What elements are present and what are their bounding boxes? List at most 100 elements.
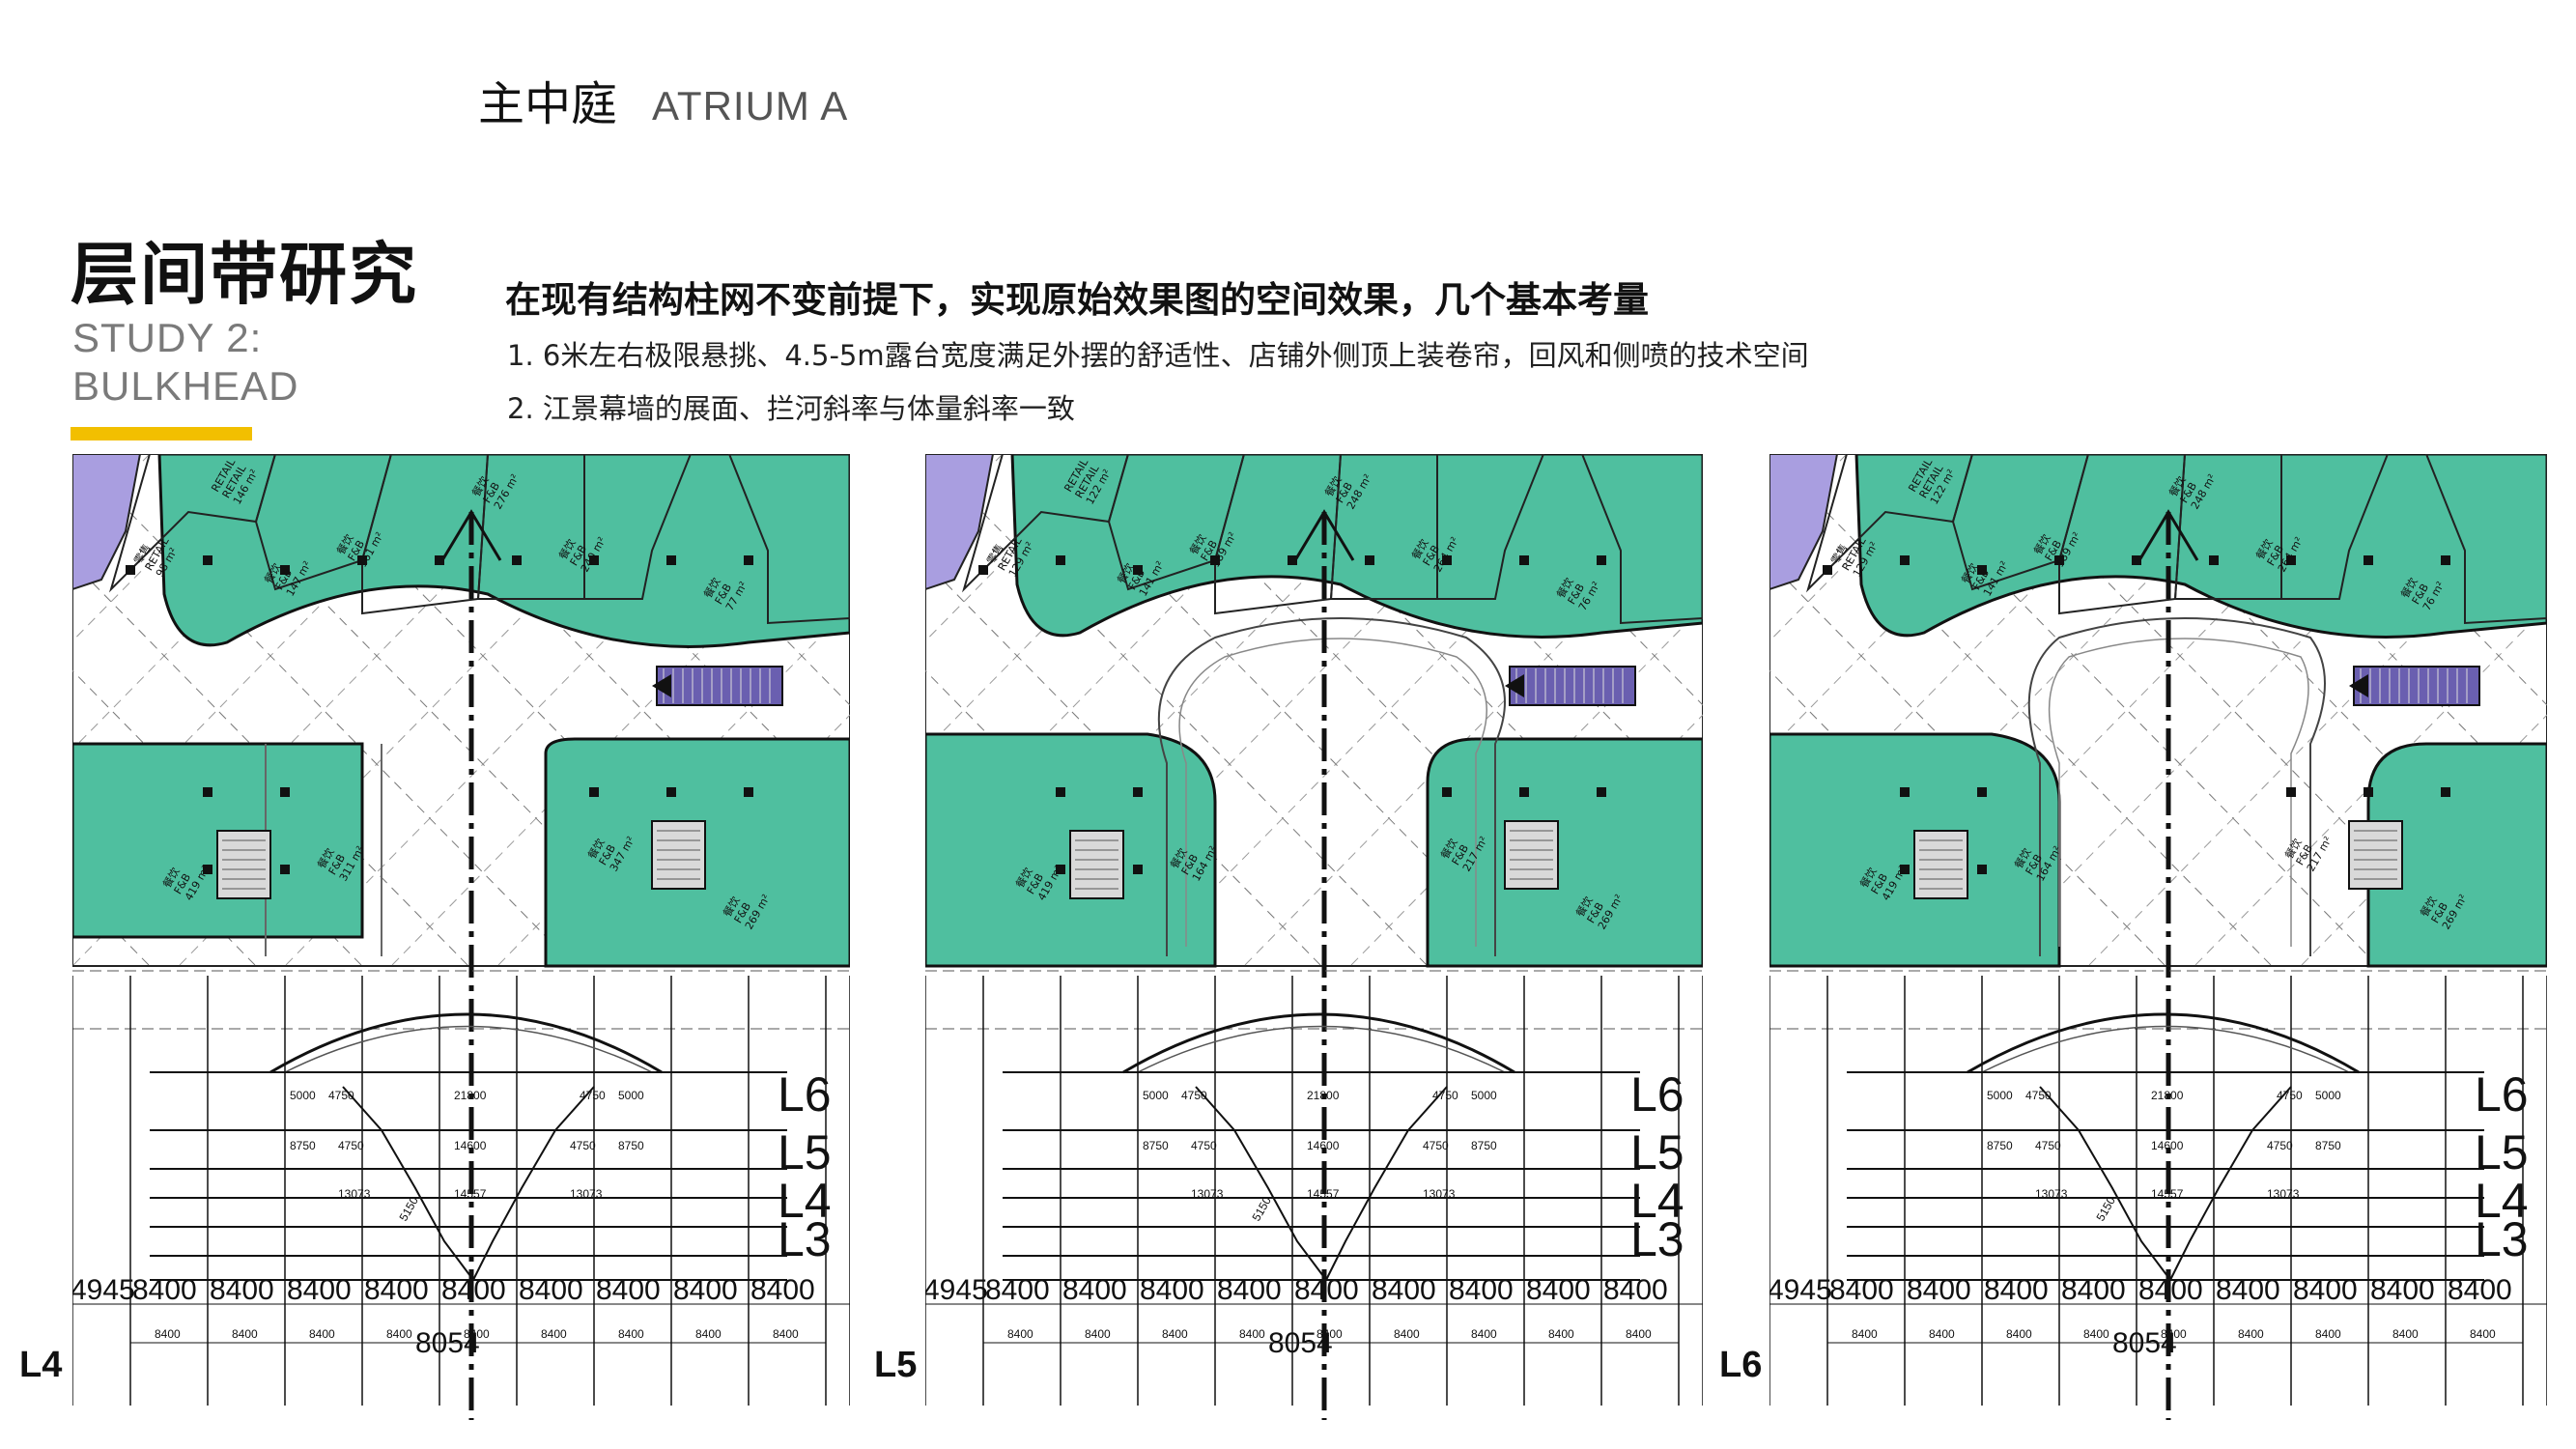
grid-dim-bay: 8400 — [287, 1274, 352, 1306]
column — [744, 555, 753, 565]
grid-dim-bay: 8400 — [2448, 1274, 2512, 1306]
shop-outline — [2280, 454, 2390, 600]
roof-arch-inner — [284, 1025, 653, 1073]
roof-arch-inner — [1981, 1025, 2350, 1073]
column — [203, 865, 212, 874]
section-dim-l5: 8750 — [1987, 1139, 2013, 1152]
grid-dim-bay-small: 8400 — [1239, 1327, 1265, 1341]
column — [1519, 555, 1529, 565]
escalator — [1509, 666, 1636, 706]
grid-dim-bay: 8400 — [2370, 1274, 2435, 1306]
grid-dim-bay-small: 8400 — [1085, 1327, 1111, 1341]
grid-dim-bay: 8400 — [985, 1274, 1050, 1306]
grid-dim-bay-small: 8400 — [1162, 1327, 1188, 1341]
balustrade-right — [2169, 1086, 2292, 1281]
grid-dim-center: 8054 — [2112, 1327, 2177, 1359]
section-dim-l6: 21800 — [454, 1089, 487, 1102]
grid-dim-bay: 8400 — [1217, 1274, 1282, 1306]
balustrade-left — [2039, 1086, 2171, 1281]
section-dim-l5: 8750 — [1471, 1139, 1497, 1152]
section-marker — [440, 509, 502, 561]
section-subtitle-line2: BULKHEAD — [72, 363, 299, 409]
grid-dim-bay-small: 8400 — [464, 1327, 490, 1341]
grid-dim-bay: 8400 — [2138, 1274, 2203, 1306]
section-dim-l6: 5000 — [290, 1089, 316, 1102]
section-marker — [1293, 509, 1355, 561]
retail-zone — [925, 454, 995, 591]
roof-arch — [1967, 1012, 2360, 1074]
section-dim-l4: 13073 — [2035, 1187, 2068, 1201]
section-dim-l4: 13073 — [570, 1187, 603, 1201]
column — [1133, 565, 1143, 575]
section-dim-l4: 14557 — [454, 1187, 487, 1201]
accent-bar — [71, 427, 252, 440]
grid-dim-bay-small: 8400 — [541, 1327, 567, 1341]
section-dim-l5: 4750 — [1191, 1139, 1217, 1152]
shop-outline — [254, 454, 393, 591]
column — [1442, 555, 1452, 565]
column — [1133, 865, 1143, 874]
column — [203, 555, 212, 565]
grid-dim-bay: 8400 — [1372, 1274, 1436, 1306]
section-dim-l5: 4750 — [570, 1139, 596, 1152]
roof-arch — [269, 1012, 663, 1074]
grid-dim-center: 8054 — [415, 1327, 480, 1359]
grid-dim-bay-small: 8400 — [386, 1327, 412, 1341]
section-dim-l4: 13073 — [1423, 1187, 1456, 1201]
column — [2054, 555, 2064, 565]
column — [512, 555, 522, 565]
level-label-l5: L5 — [2475, 1125, 2529, 1179]
column — [666, 555, 676, 565]
panel-label-l5: L5 — [874, 1345, 918, 1385]
column — [280, 565, 290, 575]
column — [2209, 555, 2219, 565]
shop-outline — [1580, 454, 1703, 625]
column — [2441, 555, 2450, 565]
shop-outline — [1805, 454, 1974, 593]
section-dim-l5: 14600 — [1307, 1139, 1340, 1152]
construction-line — [925, 454, 1429, 967]
retail-zone — [72, 454, 142, 591]
column — [126, 565, 135, 575]
grid-dim-bay: 8400 — [1449, 1274, 1514, 1306]
upper-room-band — [1854, 454, 2547, 639]
construction-line — [72, 454, 576, 967]
column — [2364, 555, 2373, 565]
section-dim-l5: 14600 — [454, 1139, 487, 1152]
column — [280, 865, 290, 874]
level-label-l4: L4 — [2475, 1174, 2529, 1228]
column — [2364, 787, 2373, 797]
section-dim-l4: 13073 — [2267, 1187, 2300, 1201]
roof-arch-inner — [1137, 1025, 1506, 1073]
shop-outline — [1107, 454, 1246, 591]
construction-line — [1769, 454, 2273, 967]
shop-outline — [1951, 454, 2090, 591]
column — [1210, 555, 1220, 565]
stair-core — [1913, 830, 1968, 899]
lower-right-block — [1426, 737, 1703, 968]
balustrade-left — [1195, 1086, 1327, 1281]
level-label-l3: L3 — [778, 1212, 832, 1266]
level-label-l3: L3 — [2475, 1212, 2529, 1266]
section-dim-l5: 4750 — [2267, 1139, 2293, 1152]
grid-dim-bay-small: 8400 — [695, 1327, 722, 1341]
construction-line — [2194, 606, 2547, 967]
column — [1519, 787, 1529, 797]
section-dim-l6: 5000 — [1471, 1089, 1497, 1102]
column — [1977, 565, 1987, 575]
grid-dim-bay: 8400 — [132, 1274, 197, 1306]
level-label-l6: L6 — [1630, 1067, 1684, 1122]
atrium-void-inner — [1178, 638, 1487, 947]
column — [280, 787, 290, 797]
shop-outline — [1214, 454, 1343, 615]
column — [435, 555, 444, 565]
grid-dim-bay-small: 8400 — [2470, 1327, 2496, 1341]
grid-dim-bay: 8400 — [596, 1274, 661, 1306]
stair-core — [1504, 820, 1559, 890]
column — [1056, 787, 1065, 797]
grid-dim-bay: 8400 — [2293, 1274, 2358, 1306]
section-dim-l5: 8750 — [290, 1139, 316, 1152]
